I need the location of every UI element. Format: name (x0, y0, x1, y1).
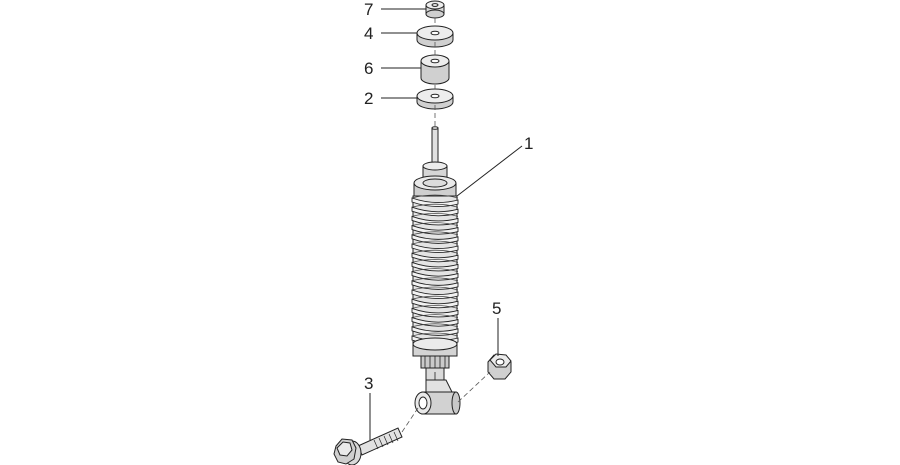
spring-coil-back (411, 203, 459, 208)
spring-coil (411, 270, 459, 281)
part-1-shock-absorber (411, 126, 461, 415)
spring-coil-back (411, 295, 459, 300)
callout-6-label: 6 (364, 59, 373, 78)
part-6-rubber-bush (420, 54, 450, 85)
spring-coil (411, 224, 459, 235)
spring-coil-back (411, 222, 459, 226)
callout-5-label: 5 (492, 299, 501, 318)
spring-coil-back (411, 286, 459, 291)
spring-coil-back (411, 240, 459, 245)
spring-coil-back (411, 194, 459, 199)
leader-lines (369, 8, 523, 440)
part-7-washer-small (425, 0, 445, 19)
spring-coil (411, 307, 459, 318)
callout-4-label: 4 (364, 24, 373, 43)
part-4-washer-flat (416, 25, 454, 48)
spring-coil (411, 243, 459, 253)
spring-coil-back (411, 277, 459, 282)
callout-3-label: 3 (364, 374, 373, 393)
assembly-axes (401, 18, 491, 433)
spring-coil (411, 280, 459, 290)
spring-coil (411, 326, 459, 336)
spring-coils (411, 194, 459, 345)
spring-coil-back (411, 249, 459, 254)
spring-coil-back (411, 314, 459, 318)
part-3-bolt (333, 427, 403, 465)
spring-coil (411, 298, 459, 309)
spring-coil-back (411, 305, 459, 309)
spring-coil (411, 234, 459, 244)
spring-coil-back (411, 332, 459, 337)
callout-7-label: 7 (364, 0, 373, 19)
spring-coil (411, 197, 459, 207)
spring-coil (411, 316, 459, 327)
spring-coil-back (411, 259, 459, 263)
spring-coil-back (411, 323, 459, 328)
spring-coil (411, 206, 459, 217)
spring-coil-back (411, 268, 459, 272)
callout-1-label: 1 (524, 134, 533, 153)
callout-2-label: 2 (364, 89, 373, 108)
spring-coil (411, 261, 459, 272)
spring-coil-back (411, 213, 459, 217)
spring-coil (411, 289, 459, 299)
callout-labels: 7 4 6 2 1 5 3 (364, 0, 533, 393)
spring-coil (411, 252, 459, 263)
part-5-nut (487, 353, 512, 380)
part-2-washer-lower (416, 88, 454, 110)
spring-coil (411, 215, 459, 226)
spring-coil-back (411, 231, 459, 236)
